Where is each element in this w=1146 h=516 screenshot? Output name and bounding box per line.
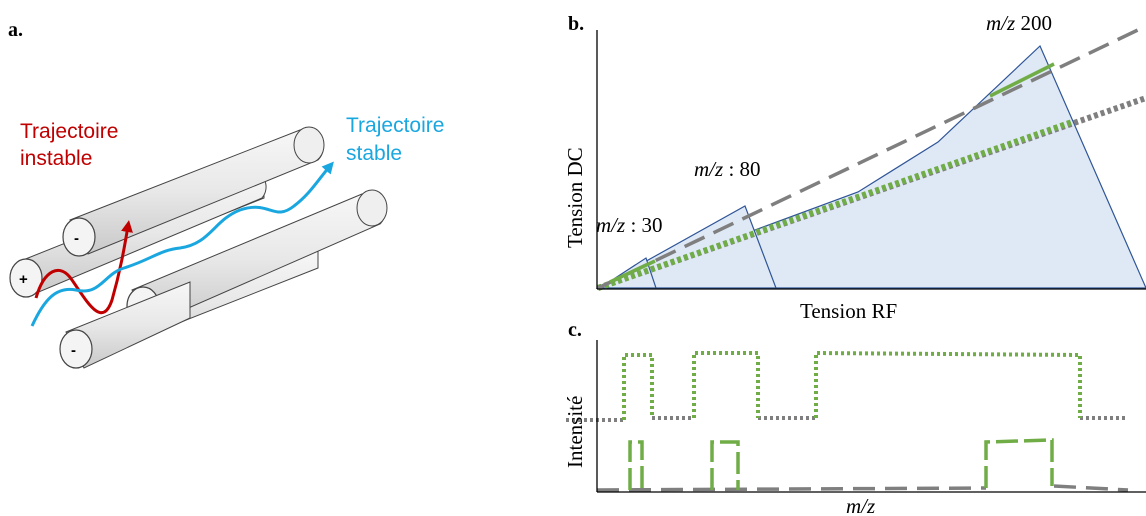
unstable-label-line2: instable bbox=[20, 147, 92, 170]
scan-line-dashed-gray bbox=[597, 26, 1143, 290]
trace-dotted-green bbox=[622, 350, 1082, 420]
panel-a: a. + - bbox=[8, 19, 444, 369]
panel-a-letter: a. bbox=[8, 19, 23, 41]
peak-label-80: m/z : 80 bbox=[694, 157, 761, 181]
rod-sign-minus-2: - bbox=[71, 342, 76, 359]
trace-dashed-green bbox=[628, 438, 1054, 490]
c-x-axis-label: m/z bbox=[846, 494, 875, 516]
scan-line-green-segment-low bbox=[609, 259, 656, 284]
rod-minus-bottom: - bbox=[59, 281, 191, 369]
panel-c-letter: c. bbox=[568, 319, 582, 341]
trace-dashed-gray-baseline bbox=[596, 484, 1129, 492]
peak-label-200: m/z 200 bbox=[986, 11, 1052, 35]
c-y-axis-label: Intensité bbox=[563, 396, 587, 468]
quadrupole-rods-front: + - bbox=[59, 189, 388, 369]
panel-c: c. m/z Intensité bbox=[563, 319, 1146, 516]
rod-sign-plus-1: + bbox=[19, 271, 28, 288]
rod-sign-minus-1: - bbox=[74, 230, 79, 247]
quadrupole-rods: + - bbox=[9, 126, 325, 355]
unstable-label-line1: Trajectoire bbox=[20, 120, 118, 143]
stable-label-line2: stable bbox=[346, 142, 402, 165]
b-y-axis-label: Tension DC bbox=[563, 147, 587, 248]
peak-label-30: m/z : 30 bbox=[596, 213, 663, 237]
panel-b: b. Tension RF Tension DC m/z : 30 m/z : … bbox=[563, 11, 1146, 323]
stability-region-200 bbox=[597, 44, 1146, 289]
stable-label-line1: Trajectoire bbox=[346, 114, 444, 137]
rod-minus-top: - bbox=[62, 126, 325, 257]
b-x-axis-label: Tension RF bbox=[800, 299, 897, 323]
panel-b-letter: b. bbox=[568, 13, 584, 35]
scan-line-green-segment bbox=[989, 62, 1055, 98]
unstable-trajectory bbox=[34, 220, 133, 315]
trace-dotted-gray-baseline bbox=[566, 416, 1128, 422]
stable-trajectory bbox=[30, 161, 334, 327]
